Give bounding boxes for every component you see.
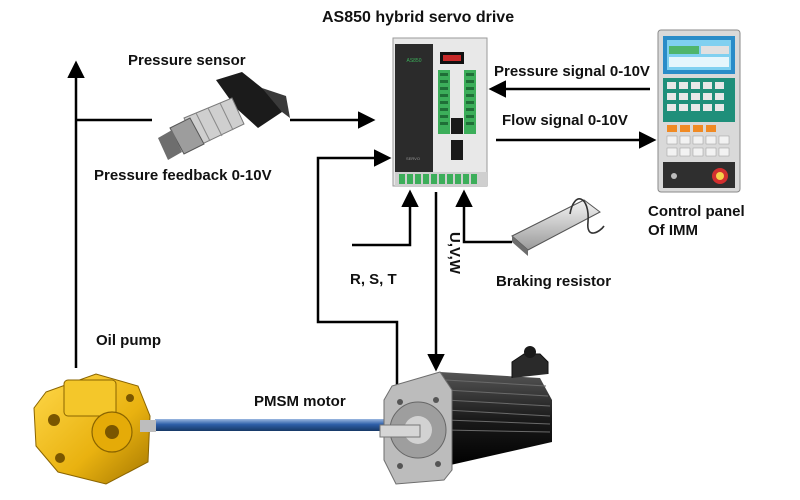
oil-pump-image [33,373,156,485]
pmsm-motor-image [379,346,552,485]
control-panel-label-line2: Of IMM [648,222,698,239]
control-panel-label-line1: Control panel [648,203,745,220]
connection-lines [67,60,657,385]
servo-drive-image: AS850 SERVO [392,37,488,187]
encoder-feedback-arrow [316,149,399,385]
rst-arrow [352,189,419,247]
pressure-signal-label: Pressure signal 0-10V [494,63,650,80]
pressure-feedback-label: Pressure feedback 0-10V [94,167,272,184]
pmsm-motor-label: PMSM motor [254,393,346,410]
svg-text:SERVO: SERVO [406,156,420,161]
drive-title: AS850 hybrid servo drive [322,9,515,26]
braking-resistor-label: Braking resistor [496,273,612,290]
braking-resistor-image [511,198,605,256]
rst-label: R, S, T [350,271,397,288]
svg-text:AS850: AS850 [406,58,421,64]
braking-resistor-arrow [455,189,512,244]
uvw-label: U,V,W [446,232,463,274]
drive-shaft [155,419,395,431]
flow-signal-label: Flow signal 0-10V [502,112,628,129]
oil-pump-label: Oil pump [96,332,161,349]
pressure-sensor-label: Pressure sensor [128,52,246,69]
control-panel-image [657,29,741,193]
pressure-sensor-image [158,72,290,160]
